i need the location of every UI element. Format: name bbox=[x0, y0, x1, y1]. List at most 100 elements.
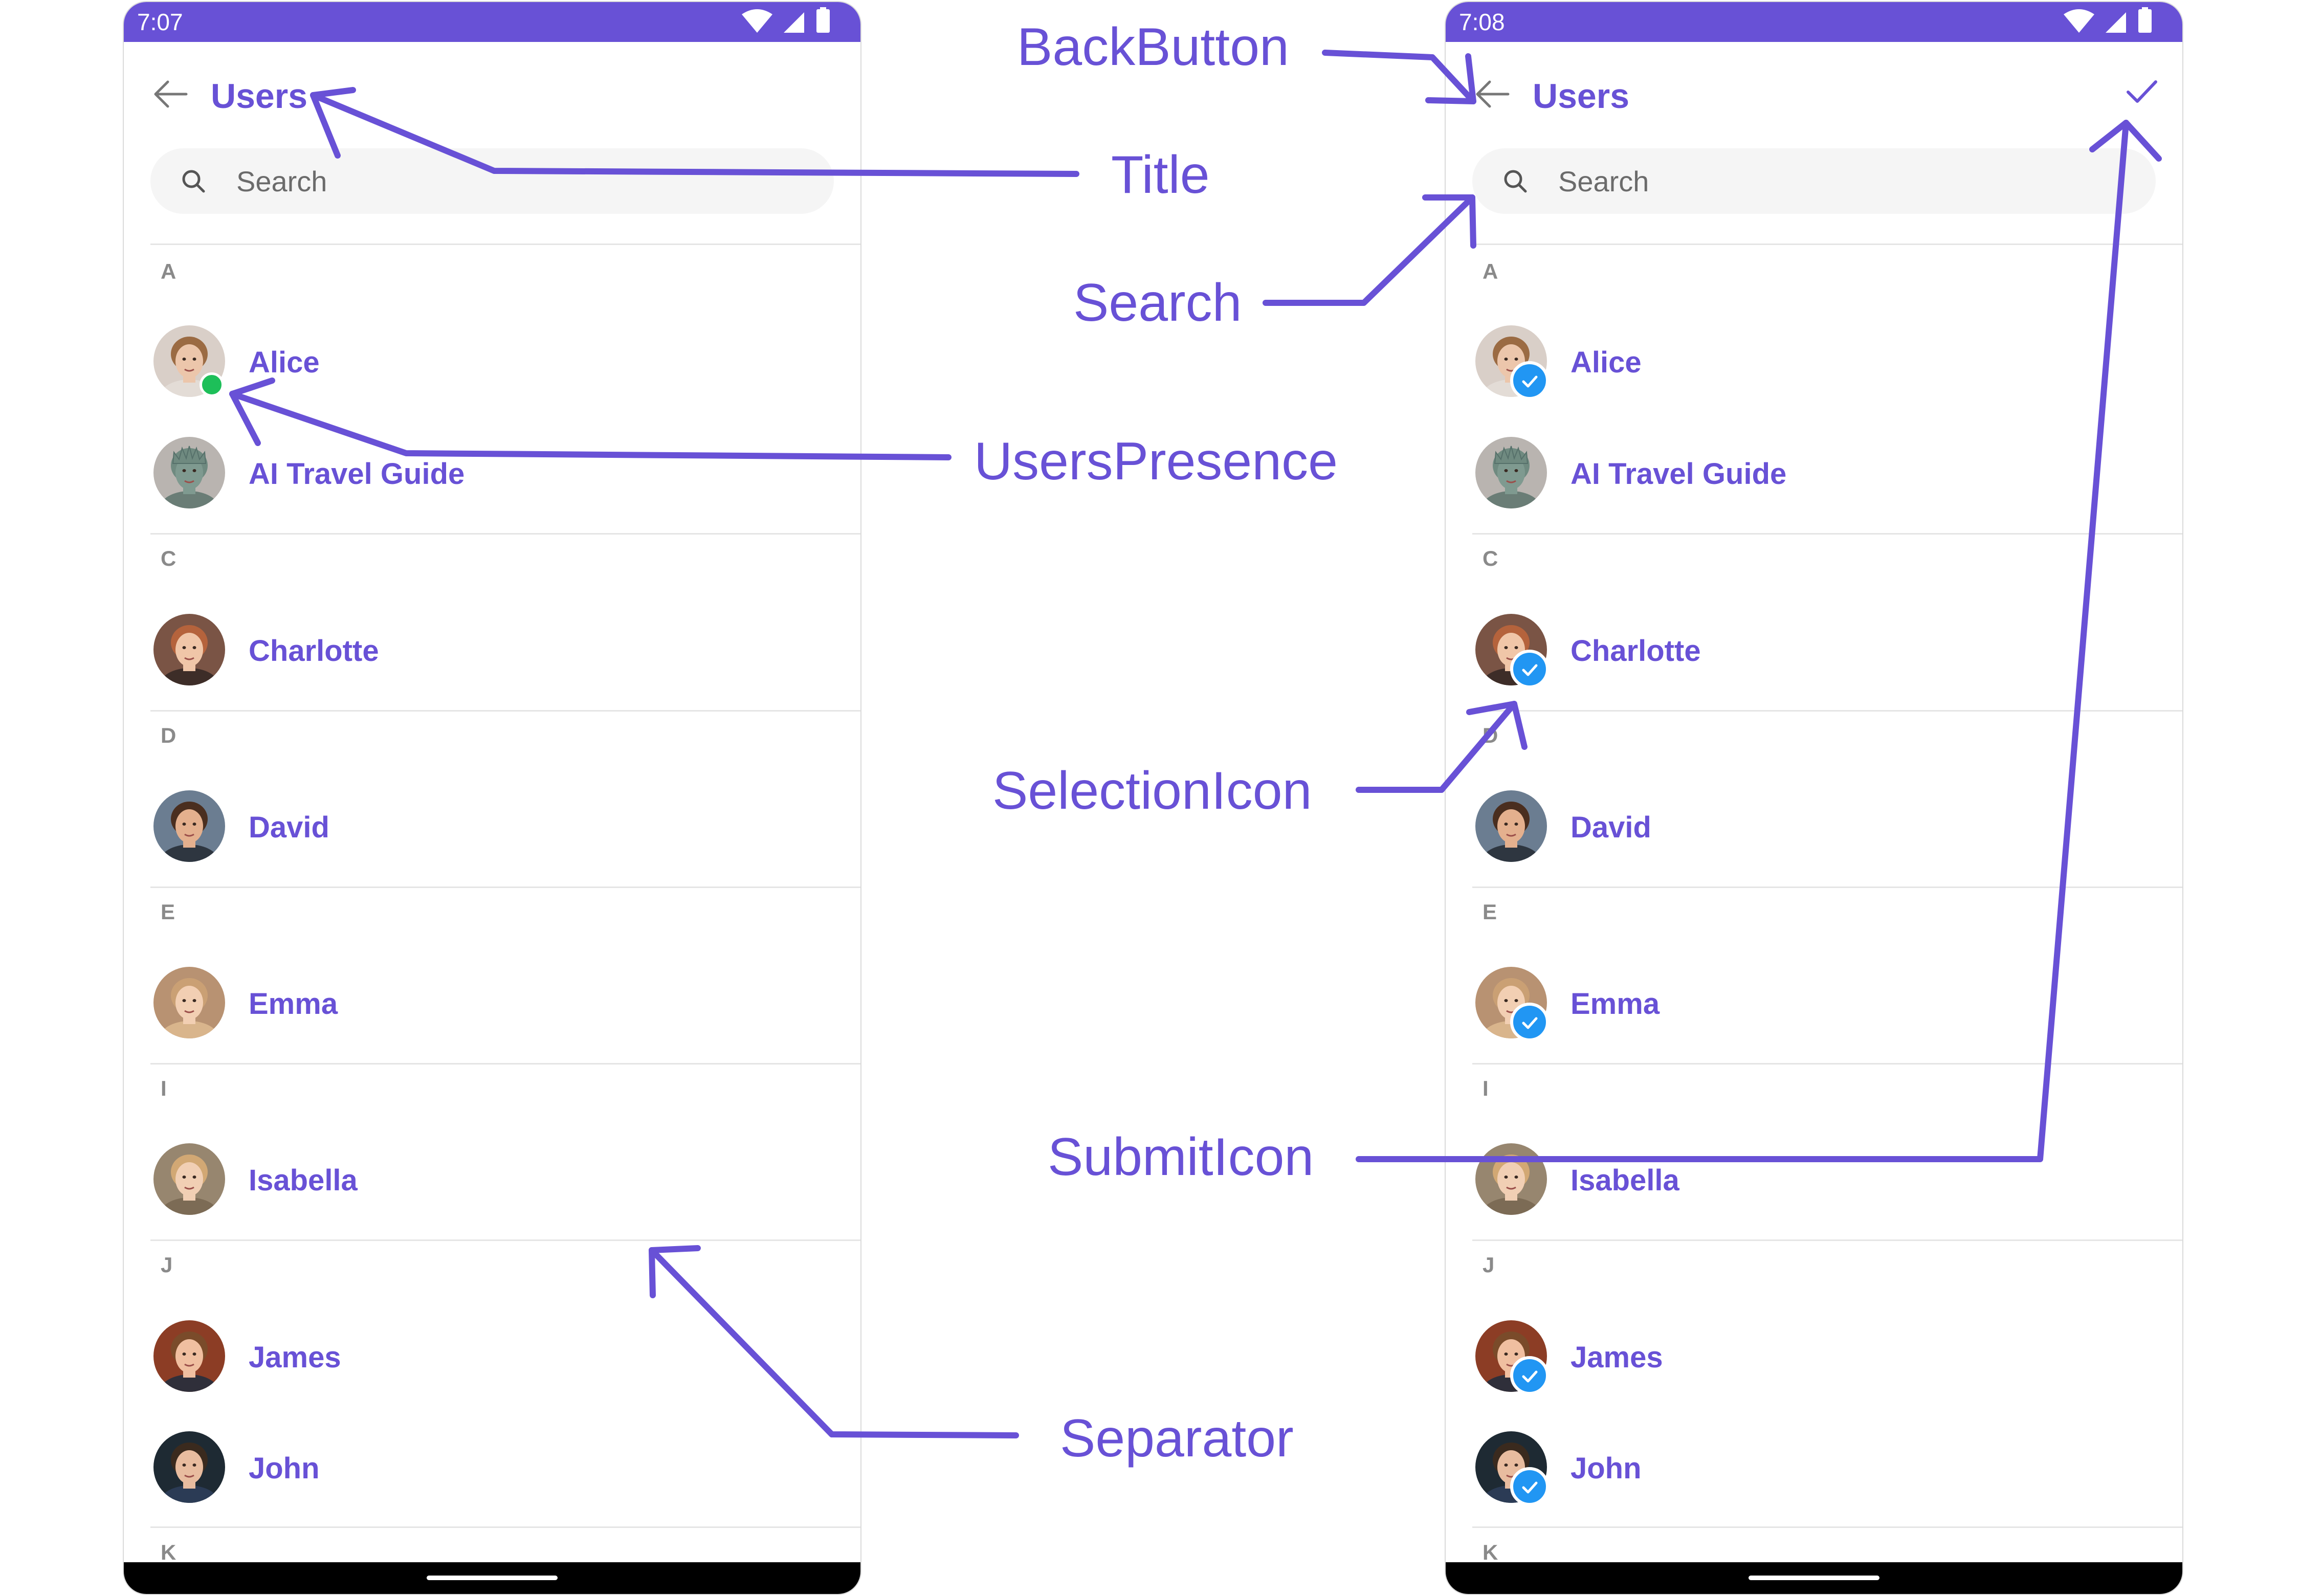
list-item[interactable]: Alice bbox=[1446, 325, 2182, 407]
avatar bbox=[153, 790, 225, 862]
list-item[interactable]: Charlotte bbox=[124, 614, 860, 696]
avatar bbox=[153, 325, 225, 397]
section-letter: J bbox=[161, 1253, 173, 1277]
list-item[interactable]: John bbox=[1446, 1431, 2182, 1513]
user-name: David bbox=[249, 811, 329, 844]
section-letter: A bbox=[1483, 259, 1498, 283]
separator-arrowhead bbox=[649, 1245, 701, 1298]
avatar bbox=[1475, 437, 1547, 508]
home-handle[interactable] bbox=[427, 1576, 558, 1580]
users-presence-arrow bbox=[229, 391, 952, 460]
section-separator bbox=[150, 1239, 860, 1241]
back-button-arrowhead bbox=[1425, 53, 1476, 104]
section-separator bbox=[1472, 1239, 2182, 1241]
user-name: Alice bbox=[1570, 346, 1642, 379]
home-handle[interactable] bbox=[1749, 1576, 1879, 1580]
search-icon bbox=[1501, 167, 1530, 195]
submit-button[interactable] bbox=[2121, 71, 2162, 112]
user-name: Charlotte bbox=[1570, 634, 1701, 668]
section-separator bbox=[1472, 1526, 2182, 1528]
callout-back-button: BackButton bbox=[1017, 17, 1289, 77]
user-name: Isabella bbox=[249, 1164, 358, 1197]
user-name: Emma bbox=[1570, 987, 1660, 1021]
section-letter: K bbox=[161, 1540, 176, 1564]
header: Users bbox=[124, 42, 860, 129]
selection-icon-arrow bbox=[1356, 701, 1517, 793]
checkmark-icon bbox=[2121, 80, 2162, 114]
user-name: Emma bbox=[249, 987, 338, 1021]
callout-submit-icon: SubmitIcon bbox=[1048, 1127, 1314, 1187]
list-item[interactable]: Isabella bbox=[1446, 1143, 2182, 1225]
user-name: James bbox=[1570, 1341, 1663, 1374]
status-time: 7:07 bbox=[137, 9, 183, 35]
user-name: James bbox=[249, 1341, 341, 1374]
users-presence-arrowhead bbox=[229, 378, 275, 446]
section-separator bbox=[1472, 710, 2182, 712]
submit-icon-arrowhead bbox=[2089, 120, 2162, 162]
back-button[interactable] bbox=[1471, 74, 1512, 115]
status-icons bbox=[740, 2, 847, 42]
user-name: AI Travel Guide bbox=[249, 457, 465, 491]
callout-title: Title bbox=[1111, 145, 1210, 205]
section-letter: J bbox=[1483, 1253, 1495, 1277]
page-title: Users bbox=[211, 77, 308, 116]
users-screen-selection: 7:08UsersAAliceAI Travel GuideCCharlotte… bbox=[1446, 2, 2182, 1594]
avatar bbox=[153, 437, 225, 508]
list-item[interactable]: David bbox=[124, 790, 860, 872]
list-item[interactable]: John bbox=[124, 1431, 860, 1513]
list-item[interactable]: Alice bbox=[124, 325, 860, 407]
search-arrow bbox=[1263, 194, 1475, 306]
list-item[interactable]: David bbox=[1446, 790, 2182, 872]
selection-check-icon bbox=[1510, 1356, 1549, 1395]
selection-check-icon bbox=[1510, 1467, 1549, 1506]
avatar bbox=[153, 1320, 225, 1392]
section-letter: C bbox=[161, 546, 176, 570]
section-letter: E bbox=[161, 900, 175, 924]
search-arrowhead bbox=[1422, 194, 1476, 249]
avatar bbox=[153, 1431, 225, 1503]
selection-check-icon bbox=[1510, 1003, 1549, 1041]
section-separator bbox=[150, 710, 860, 712]
navigation-bar bbox=[1446, 1562, 2182, 1594]
section-separator bbox=[1472, 886, 2182, 888]
list-item[interactable]: James bbox=[1446, 1320, 2182, 1402]
list-item[interactable]: James bbox=[124, 1320, 860, 1402]
callout-users-presence: UsersPresence bbox=[974, 432, 1338, 491]
section-letter: E bbox=[1483, 900, 1497, 924]
list-item[interactable]: AI Travel Guide bbox=[124, 437, 860, 519]
back-arrow-icon bbox=[149, 80, 190, 117]
search-bar[interactable] bbox=[1472, 148, 2156, 214]
status-time: 7:08 bbox=[1459, 9, 1505, 35]
section-separator bbox=[150, 1063, 860, 1065]
selection-check-icon bbox=[1510, 361, 1549, 400]
selection-icon-arrowhead bbox=[1466, 701, 1528, 750]
search-input[interactable] bbox=[1558, 162, 2070, 201]
section-letter: K bbox=[1483, 1540, 1498, 1564]
section-letter: I bbox=[161, 1076, 167, 1100]
section-separator bbox=[1472, 1063, 2182, 1065]
list-item[interactable]: Emma bbox=[124, 967, 860, 1049]
list-top-separator bbox=[150, 243, 860, 245]
section-separator bbox=[1472, 533, 2182, 535]
list-item[interactable]: Charlotte bbox=[1446, 614, 2182, 696]
callout-selection-icon: SelectionIcon bbox=[992, 761, 1312, 821]
section-letter: D bbox=[161, 723, 176, 747]
header: Users bbox=[1446, 42, 2182, 129]
status-icons bbox=[2062, 2, 2169, 42]
list-item[interactable]: Isabella bbox=[124, 1143, 860, 1225]
submit-icon-arrow bbox=[1356, 120, 2129, 1162]
section-letter: A bbox=[161, 259, 176, 283]
user-name: AI Travel Guide bbox=[1570, 457, 1787, 491]
back-button[interactable] bbox=[149, 74, 190, 115]
list-item[interactable]: AI Travel Guide bbox=[1446, 437, 2182, 519]
separator-arrow bbox=[649, 1247, 1019, 1438]
section-separator bbox=[150, 1526, 860, 1528]
user-name: David bbox=[1570, 811, 1651, 844]
section-letter: I bbox=[1483, 1076, 1489, 1100]
user-name: John bbox=[249, 1452, 320, 1485]
list-item[interactable]: Emma bbox=[1446, 967, 2182, 1049]
navigation-bar bbox=[124, 1562, 860, 1594]
selection-check-icon bbox=[1510, 650, 1549, 689]
back-arrow-icon bbox=[1471, 80, 1512, 117]
